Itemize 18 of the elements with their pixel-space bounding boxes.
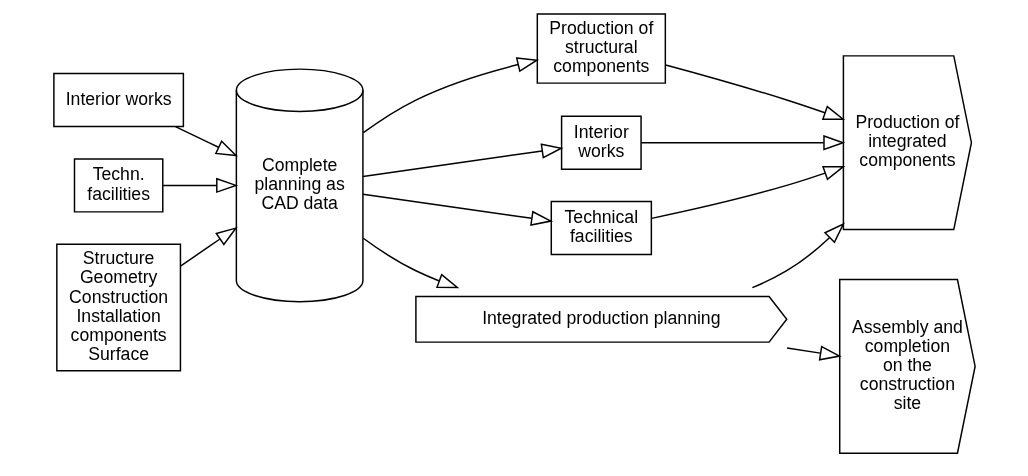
arrow — [179, 226, 238, 267]
arrow — [650, 165, 845, 220]
arrow — [174, 125, 238, 157]
arrow — [361, 193, 553, 226]
node-box: Techn. facilities — [73, 158, 164, 213]
arrow — [751, 222, 845, 289]
node-box: Technical facilities — [550, 200, 652, 256]
node-box: Interior works — [560, 115, 642, 170]
arrow — [361, 143, 563, 178]
arrow — [639, 135, 845, 151]
arrow — [362, 237, 459, 289]
arrow — [785, 345, 842, 361]
arrow — [161, 177, 238, 194]
node-box: Interior works — [52, 72, 184, 128]
arrow — [362, 57, 539, 134]
node-box: Structure Geometry Construction Installation components Surface — [55, 243, 181, 372]
node-box: Production of structural components — [536, 13, 666, 84]
arrow — [664, 64, 845, 121]
